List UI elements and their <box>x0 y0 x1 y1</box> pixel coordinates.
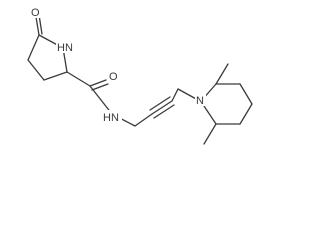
bond-methyl-bottom <box>203 123 217 145</box>
atom-label-piperidine-nitrogen: N <box>196 95 204 107</box>
bond-c6-npip <box>203 105 217 125</box>
molecule-structure: O HN O HN N <box>27 5 253 145</box>
bond-c5-c4 <box>27 34 40 61</box>
bond-camide-o-b <box>91 83 109 91</box>
bond-c3-c4pip <box>239 83 253 105</box>
bond-ch2-npip <box>177 88 199 101</box>
dimethylpiperidine-ring <box>201 63 253 145</box>
atom-labels: O HN O HN N <box>30 5 206 124</box>
butynyl-linker <box>111 88 199 127</box>
bond-c2-camide <box>66 71 91 87</box>
structure-canvas: O HN O HN N <box>27 5 253 145</box>
bond-c5-o-b <box>38 17 43 35</box>
atom-label-amide-nitrogen: HN <box>103 112 119 124</box>
atom-label-ring-nitrogen: HN <box>57 42 73 54</box>
bond-triple-3 <box>153 104 175 119</box>
bond-c4-c5pip <box>239 103 253 125</box>
bond-camide-n <box>89 85 113 115</box>
bond-csp-ch2 <box>171 88 179 102</box>
atom-label-amide-oxygen: O <box>109 71 118 83</box>
bond-methyl-top <box>215 63 229 85</box>
bond-c4-c3 <box>27 59 45 81</box>
atom-label-ring-oxygen: O <box>31 7 40 19</box>
bond-camide-o-a <box>89 79 107 87</box>
bond-triple-1 <box>151 100 173 115</box>
carboxamide-group <box>66 71 113 115</box>
bond-triple-2 <box>149 96 171 111</box>
bond-c3-c2 <box>43 71 68 81</box>
bond-c5-o-a <box>35 16 40 36</box>
bond-ch2-csp <box>134 113 153 127</box>
